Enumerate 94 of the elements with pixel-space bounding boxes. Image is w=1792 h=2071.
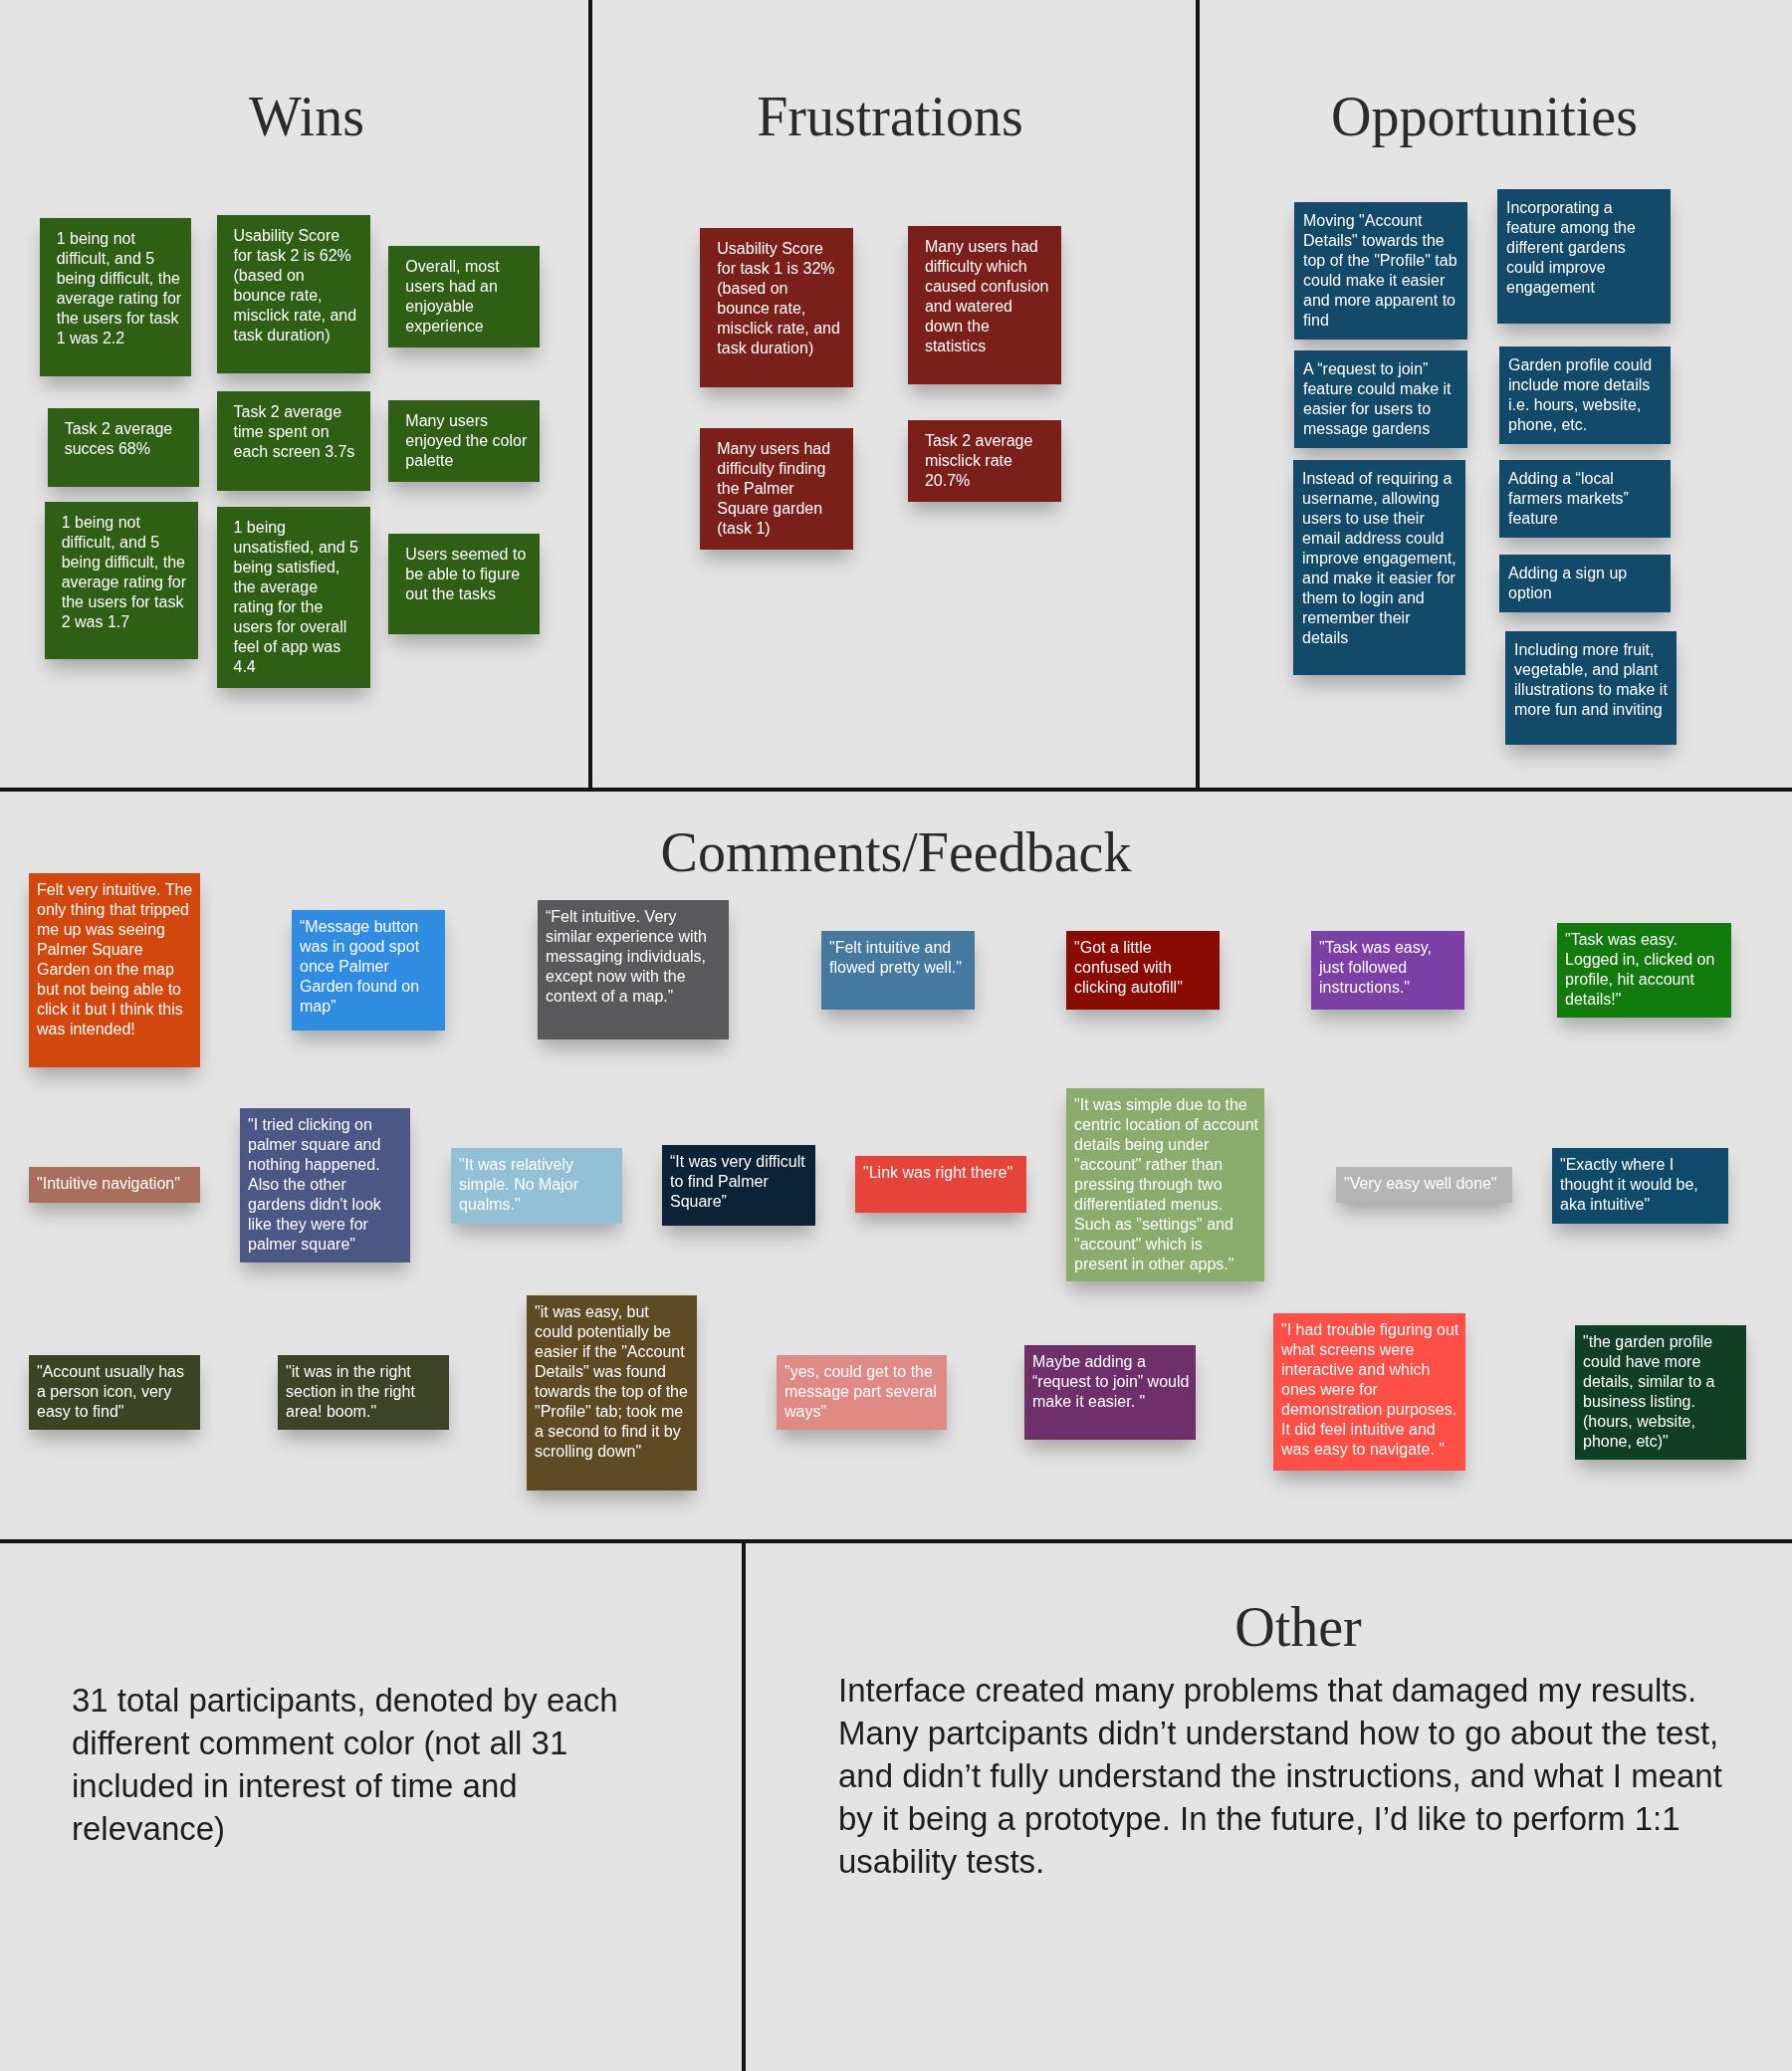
sticky-note bbox=[1293, 460, 1465, 675]
section-panel bbox=[0, 0, 592, 792]
note-text: "it was in the right section in the right area! boom." bbox=[286, 1362, 416, 1422]
sticky-note bbox=[1575, 1325, 1746, 1460]
note-text: "Link was right there" bbox=[863, 1163, 1014, 1183]
sticky-note bbox=[1497, 189, 1671, 324]
note-text: Adding a sign up option bbox=[1508, 564, 1629, 603]
sticky-note bbox=[527, 1295, 697, 1491]
sticky-note bbox=[47, 408, 199, 487]
sticky-note bbox=[388, 246, 541, 347]
note-text: Instead of requiring a username, allowing users to use their email address could improve engagement, and make it easier for them to login and remember their details bbox=[1302, 469, 1457, 648]
sticky-note bbox=[1557, 923, 1731, 1018]
sticky-note bbox=[538, 900, 729, 1039]
sticky-note bbox=[1499, 346, 1671, 444]
note-text: "Task was easy. Logged in, clicked on profile, hit account details!" bbox=[1565, 930, 1716, 1010]
note-text: "yes, could get to the message part several ways" bbox=[784, 1362, 938, 1422]
note-text: 1 being unsatisfied, and 5 being satisfied, the average rating for the users for overall feel of app was 4.4 bbox=[233, 518, 359, 677]
sticky-note bbox=[240, 1108, 410, 1263]
sticky-note bbox=[1336, 1167, 1512, 1203]
section-heading: Wins bbox=[249, 85, 364, 148]
section-heading: Frustrations bbox=[757, 85, 1023, 148]
sticky-note bbox=[29, 873, 200, 1067]
sticky-note bbox=[216, 215, 370, 373]
sticky-note bbox=[1066, 931, 1220, 1010]
note-text: "it was easy, but could potentially be easier if the "Account Details" was found towards the top of the "Profile" tab; took me a second to find it by scrolling down" bbox=[535, 1302, 689, 1462]
sticky-note bbox=[777, 1355, 947, 1430]
sticky-note bbox=[700, 228, 854, 387]
note-text: Moving "Account Details" towards the top of the "Profile" tab could make it easier and more apparent to find bbox=[1303, 211, 1458, 331]
note-text: Task 2 average time spent on each screen 3.7s bbox=[233, 402, 356, 462]
sticky-note bbox=[278, 1355, 449, 1430]
note-text: Maybe adding a “request to join” would make it easier. " bbox=[1032, 1352, 1190, 1412]
note-text: Garden profile could include more details i.e. hours, website, phone, etc. bbox=[1508, 355, 1654, 435]
sticky-note bbox=[662, 1145, 815, 1226]
sticky-note bbox=[1294, 202, 1467, 340]
note-text: Including more fruit, vegetable, and plant illustrations to make it more fun and inviting bbox=[1514, 640, 1669, 720]
note-text: "Felt intuitive and flowed pretty well." bbox=[829, 938, 963, 978]
sticky-note bbox=[44, 502, 198, 659]
note-text: "Very easy well done" bbox=[1344, 1174, 1498, 1194]
sticky-note bbox=[1552, 1148, 1728, 1224]
note-text: Users seemed to be able to figure out the tasks bbox=[405, 545, 528, 604]
note-text: “It was very difficult to find Palmer Square” bbox=[670, 1152, 806, 1212]
sticky-note bbox=[821, 931, 975, 1010]
note-text: Many users had difficulty finding the Palmer Square garden (task 1) bbox=[717, 439, 832, 539]
sticky-note bbox=[1273, 1313, 1465, 1471]
note-text: "It was relatively simple. No Major qualms." bbox=[459, 1155, 580, 1215]
note-text: Usability Score for task 2 is 62% (based on bounce rate, misclick rate, and task duration) bbox=[233, 226, 358, 345]
sticky-note bbox=[216, 391, 370, 491]
note-text: Usability Score for task 1 is 32% (based on bounce rate, misclick rate, and task duration) bbox=[717, 239, 841, 358]
paragraph: Interface created many problems that damaged my results. Many partcipants didn’t understand how to go about the test, and didn’t fully understand the instructions, and what I meant by it being a prototype. In the future, I’d like to perform 1:1 usability tests. bbox=[838, 1671, 1723, 1882]
paragraph: 31 total participants, denoted by each different comment color (not all 31 included in interest of time and relevance) bbox=[72, 1681, 619, 1849]
section-heading: Opportunities bbox=[1331, 85, 1638, 148]
note-text: "Task was easy, just followed instructions." bbox=[1319, 938, 1433, 998]
sticky-note bbox=[451, 1148, 622, 1224]
sticky-note bbox=[700, 428, 854, 550]
sticky-note bbox=[1294, 350, 1467, 448]
section-heading: Other bbox=[1234, 1595, 1362, 1659]
note-text: Overall, most users had an enjoyable experience bbox=[405, 257, 501, 337]
note-text: Incorporating a feature among the different gardens could improve engagement bbox=[1506, 198, 1637, 298]
section-heading: Comments/Feedback bbox=[660, 820, 1132, 884]
note-text: A “request to join” feature could make it easier for users to message gardens bbox=[1303, 359, 1453, 439]
note-text: Many users enjoyed the color palette bbox=[405, 411, 529, 471]
sticky-note bbox=[29, 1355, 200, 1430]
sticky-note bbox=[1024, 1345, 1196, 1440]
note-text: Felt very intuitive. The only thing that tripped me up was seeing Palmer Square Garden on the map but not being able to click it but I think this was intended! bbox=[37, 880, 194, 1039]
note-text: Many users had difficulty which caused confusion and watered down the statistics bbox=[924, 237, 1050, 356]
note-text: "Exactly where I thought it would be, aka intuitive" bbox=[1560, 1155, 1699, 1215]
sticky-note bbox=[1499, 460, 1671, 538]
note-text: Adding a “local farmers markets” feature bbox=[1508, 469, 1630, 529]
note-text: Task 2 average succes 68% bbox=[64, 419, 174, 459]
note-text: 1 being not difficult, and 5 being difficult, the average rating for the users for task 2 was 1.7 bbox=[61, 513, 188, 632]
sticky-note bbox=[907, 226, 1061, 384]
note-text: “Felt intuitive. Very similar experience with messaging individuals, except now with the context of a map.” bbox=[546, 907, 708, 1007]
sticky-note bbox=[388, 534, 541, 634]
note-text: "It was simple due to the centric location of account details being under "account" rather than pressing through two differentiated menus. Such as "settings" and "account" which is present in other apps." bbox=[1074, 1095, 1258, 1274]
sticky-note bbox=[29, 1167, 200, 1203]
section-panel bbox=[592, 0, 1200, 792]
note-text: 1 being not difficult, and 5 being difficult, the average rating for the users for task 1 was 2.2 bbox=[56, 229, 182, 348]
sticky-note bbox=[216, 507, 370, 688]
sticky-note bbox=[1311, 931, 1464, 1010]
note-text: "I tried clicking on palmer square and nothing happened. Also the other gardens didn't look like they were for palmer square" bbox=[248, 1115, 382, 1255]
sticky-note bbox=[388, 400, 541, 482]
sticky-note bbox=[1499, 555, 1671, 612]
sticky-note bbox=[39, 218, 191, 376]
sticky-note bbox=[1505, 631, 1677, 745]
sticky-note bbox=[855, 1156, 1026, 1213]
note-text: "Account usually has a person icon, very easy to find" bbox=[37, 1362, 185, 1422]
note-text: "the garden profile could have more details, similar to a business listing. (hours, website, phone, etc)" bbox=[1583, 1332, 1716, 1452]
note-text: "Got a little confused with clicking autofill" bbox=[1074, 938, 1184, 998]
note-text: "I had trouble figuring out what screens were interactive and which ones were for demonstration purposes. It did feel intuitive and was easy to navigate. " bbox=[1281, 1320, 1459, 1460]
note-text: Task 2 average misclick rate 20.7% bbox=[924, 431, 1034, 491]
sticky-note bbox=[292, 910, 445, 1031]
note-text: “Message button was in good spot once Palmer Garden found on map” bbox=[300, 917, 421, 1017]
sticky-note bbox=[907, 420, 1061, 502]
note-text: "Intuitive navigation" bbox=[37, 1174, 181, 1194]
